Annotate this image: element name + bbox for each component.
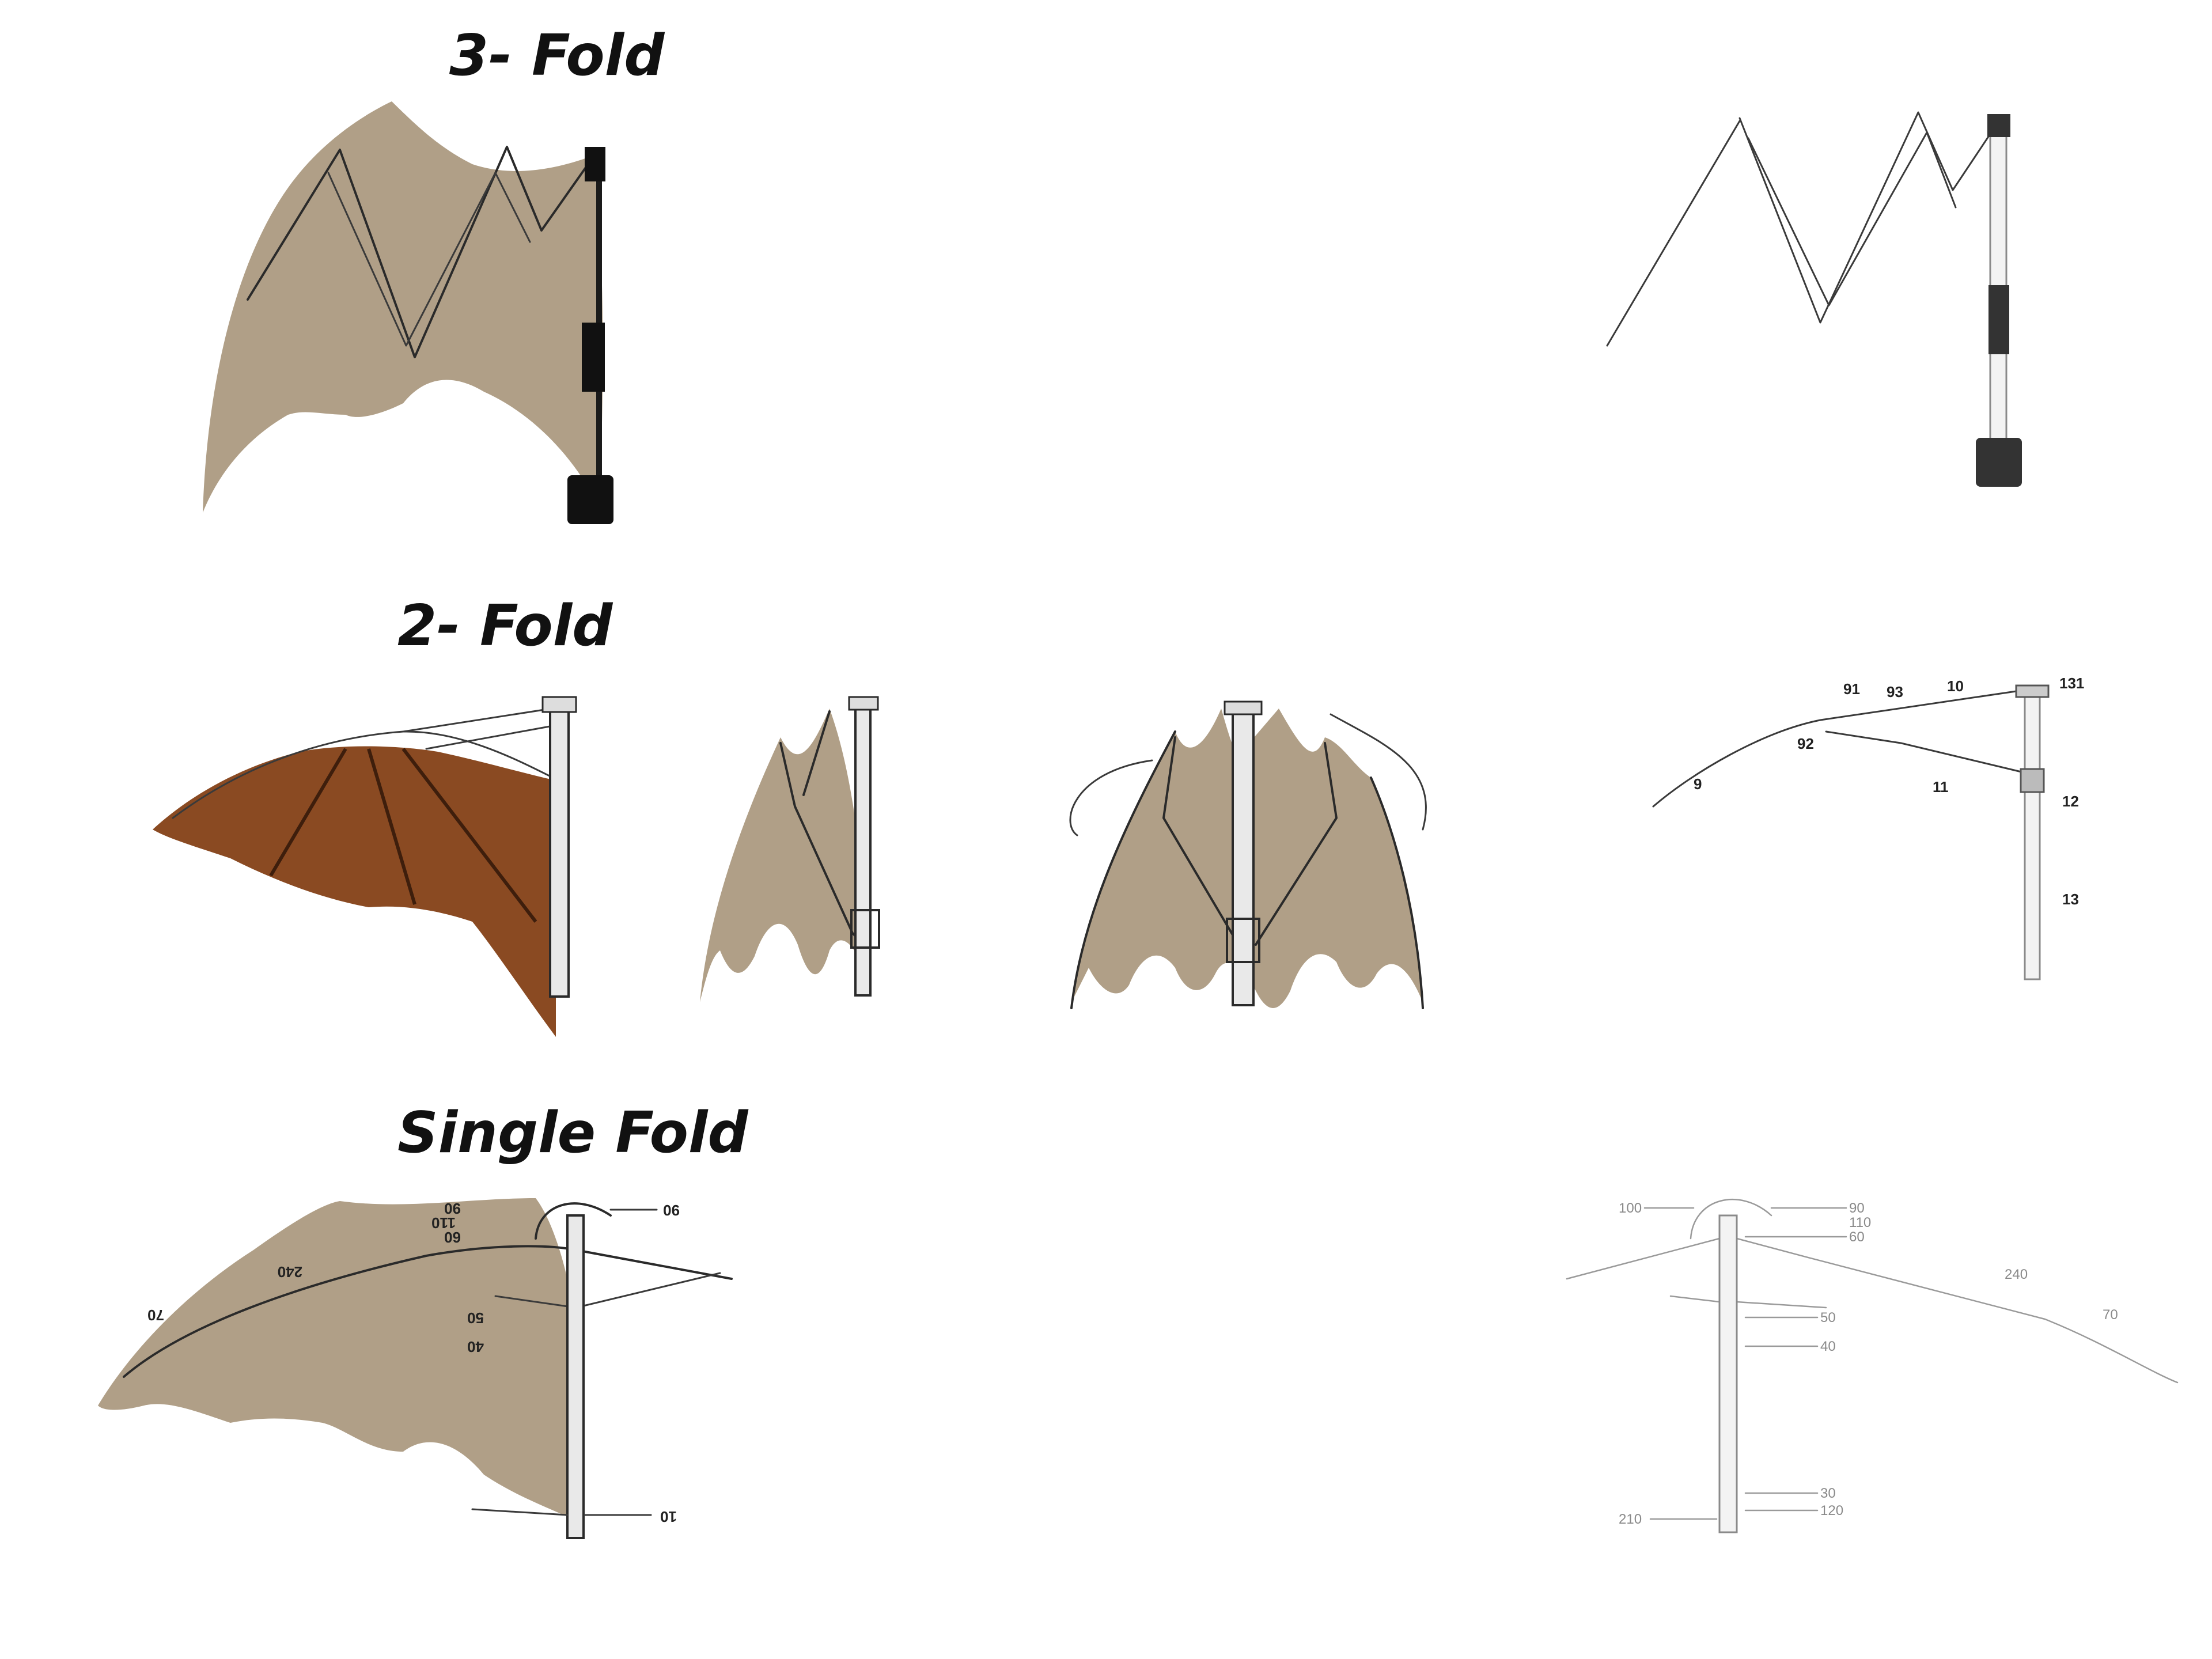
single-fold-patent-right-stretcher	[1736, 1301, 1827, 1309]
two-fold-patent-runner	[2020, 768, 2045, 793]
three-fold-patent-z-frame-inner	[1747, 131, 1957, 306]
two-fold-patent-upper-link	[1819, 690, 2017, 721]
mirrored-callout-90-right: 90	[663, 1202, 680, 1219]
mirrored-callout-70: 70	[147, 1306, 164, 1324]
two-fold-pole-c	[1232, 704, 1255, 1006]
callout-93: 93	[1887, 683, 1903, 700]
patent-callout-60: 60	[1849, 1229, 1865, 1245]
single-fold-patent-left-stretcher	[1669, 1295, 1721, 1303]
callout-13: 13	[2062, 891, 2079, 908]
callout-10: 10	[1947, 677, 1964, 695]
mirrored-callout-40: 40	[467, 1338, 484, 1355]
two-fold-folded-sketch	[700, 696, 880, 1002]
bat-wing-veins	[269, 748, 537, 923]
two-fold-pole-a-cap	[541, 696, 577, 713]
two-fold-double-rib-left	[1162, 736, 1240, 946]
three-fold-handle	[567, 475, 613, 524]
three-fold-z-frame-inner	[327, 172, 531, 347]
three-fold-z-frame	[247, 146, 597, 358]
three-fold-pole-joint	[582, 323, 605, 392]
bat-wing-stretcher-lower	[425, 725, 554, 750]
section-title-two-fold: 2- Fold	[397, 593, 613, 659]
two-fold-folded-membrane	[700, 709, 870, 1002]
section-title-single-fold: Single Fold	[397, 1100, 749, 1166]
two-fold-double-wing-sketch	[1069, 700, 1427, 1009]
patent-callout-90: 90	[1849, 1200, 1865, 1216]
three-fold-pole-cap	[585, 147, 605, 181]
single-fold-stretcher	[494, 1295, 577, 1309]
two-fold-patent-pole	[2024, 690, 2041, 980]
patent-callout-50: 50	[1820, 1310, 1836, 1325]
two-fold-pole-c-runner	[1226, 918, 1260, 963]
two-fold-pole-b-runner	[850, 909, 880, 949]
mirrored-callout-60: 60	[444, 1229, 461, 1246]
single-fold-concept-sketch: 90 110 60 240 70 50 40 10 90	[98, 1198, 733, 1539]
callout-131: 131	[2059, 675, 2084, 692]
single-fold-patent-drawing: 100 90 110 60 240 70 50 40 30 120 210	[1566, 1198, 2179, 1533]
bat-wing-rib	[172, 730, 554, 819]
callout-91: 91	[1843, 680, 1860, 698]
three-fold-patent-handle	[1976, 438, 2022, 487]
patent-callout-30: 30	[1820, 1486, 1836, 1501]
two-fold-patent-middle-link	[1825, 730, 1902, 744]
two-fold-patent-drawing: 91 93 10 131 92 9 11 12 13	[1652, 675, 2084, 980]
three-fold-patent-drawing	[1606, 111, 2022, 487]
callout-9: 9	[1694, 775, 1702, 793]
single-fold-patent-dome	[1690, 1198, 1772, 1240]
two-fold-folded-rib-b	[802, 710, 831, 796]
three-fold-membrane	[203, 101, 603, 513]
three-fold-patent-z-frame	[1738, 111, 2000, 324]
patent-callout-70: 70	[2103, 1307, 2118, 1323]
bat-wing-membrane	[153, 746, 556, 1037]
single-fold-main-rib	[123, 1245, 577, 1378]
callout-11: 11	[1933, 778, 1949, 796]
three-fold-concept-sketch	[203, 101, 613, 524]
patent-callout-40: 40	[1820, 1339, 1836, 1354]
three-fold-patent-pole	[1989, 117, 2008, 442]
single-fold-patent-pole	[1718, 1214, 1738, 1533]
single-fold-membrane	[98, 1198, 576, 1521]
two-fold-pole-b-cap	[848, 696, 879, 711]
single-fold-pole	[566, 1214, 585, 1539]
patent-callout-120: 120	[1820, 1503, 1843, 1518]
callout-92: 92	[1797, 735, 1814, 752]
patent-callout-240: 240	[2005, 1267, 2028, 1282]
three-fold-patent-pole-joint	[1988, 285, 2009, 354]
two-fold-bat-wing-concept	[153, 696, 577, 1037]
single-fold-right-rib	[575, 1249, 733, 1280]
mirrored-callout-240: 240	[278, 1263, 302, 1281]
mirrored-callout-90: 90	[444, 1200, 461, 1217]
two-fold-double-rib-right	[1255, 742, 1338, 946]
patent-callout-100: 100	[1619, 1200, 1642, 1216]
three-fold-patent-pole-cap	[1987, 114, 2010, 137]
single-fold-dome	[535, 1202, 612, 1240]
mirrored-callout-10: 10	[660, 1508, 677, 1525]
single-fold-stretcher-right	[575, 1272, 721, 1309]
callout-12: 12	[2062, 793, 2079, 810]
patent-callout-210: 210	[1619, 1512, 1642, 1527]
two-fold-double-outline-right	[1370, 777, 1424, 1009]
two-fold-double-arc-left	[1069, 759, 1153, 836]
single-fold-patent-left-rib	[1566, 1237, 1721, 1280]
single-fold-leader-bottom-left	[471, 1508, 569, 1516]
two-fold-double-arc-right	[1330, 713, 1427, 831]
section-title-three-fold: 3- Fold	[449, 23, 665, 89]
mirrored-callout-110: 110	[431, 1214, 456, 1232]
mirrored-callout-50: 50	[467, 1309, 484, 1327]
three-fold-patent-tip-rib	[1606, 120, 1741, 347]
two-fold-patent-rib	[1652, 719, 1821, 808]
single-fold-patent-right-rib	[1736, 1237, 2179, 1384]
two-fold-patent-lower-link	[1900, 742, 2035, 776]
two-fold-pole-a	[549, 702, 570, 998]
two-fold-patent-pole-cap	[2015, 684, 2050, 698]
two-fold-pole-b	[854, 700, 872, 997]
two-fold-pole-c-cap	[1224, 700, 1263, 715]
patent-callout-110: 110	[1849, 1215, 1871, 1230]
two-fold-double-outline-left	[1070, 730, 1176, 1009]
